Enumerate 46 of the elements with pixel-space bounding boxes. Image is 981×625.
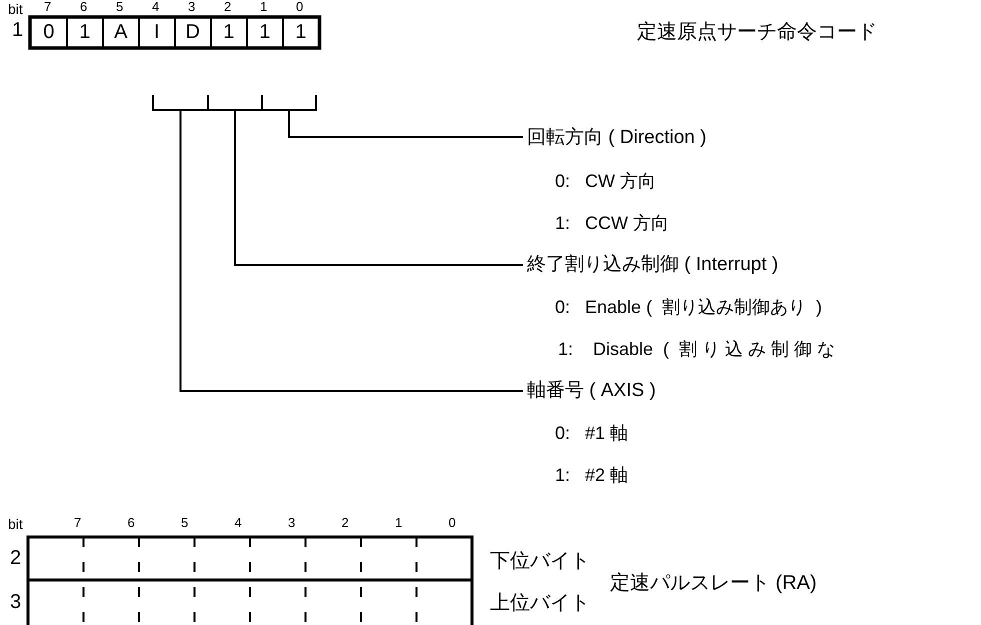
bit-number: 2 [342, 516, 349, 529]
bit-cell: A [102, 17, 140, 48]
bit-cell: 1 [66, 17, 104, 48]
bracket [261, 95, 317, 111]
byte-label: 下位バイト [490, 551, 590, 571]
option-text: 0: Enable ( 割り込み制御あり ) [555, 298, 822, 316]
bit-number: 4 [152, 0, 160, 13]
option-text: 1: Disable ( 割 り 込 み 制 御 な [558, 340, 836, 358]
bit-number: 6 [128, 516, 135, 529]
bit-number: 0 [296, 0, 304, 13]
field-heading: 軸番号 ( AXIS ) [527, 381, 656, 400]
bit-number: 1 [260, 0, 268, 13]
option-text: 1: CCW 方向 [555, 214, 670, 232]
bracket [152, 95, 209, 111]
row-number: 3 [10, 592, 22, 612]
field-heading: 回転方向 ( Direction ) [527, 128, 706, 147]
row-number: 2 [10, 548, 22, 568]
bit-number: 0 [448, 516, 456, 529]
option-text: 1: #2 軸 [555, 466, 628, 484]
bit-number: 6 [80, 0, 88, 13]
byte-label: 上位バイト [490, 593, 590, 613]
register-title: 定速原点サーチ命令コード [637, 22, 877, 42]
row-number: 1 [12, 20, 24, 40]
bit-cell: 1 [246, 17, 284, 48]
field-heading: 終了割り込み制御 ( Interrupt ) [527, 255, 778, 274]
bit-number: 5 [181, 516, 188, 529]
bit-number: 2 [224, 0, 232, 13]
bit-number: 3 [188, 0, 196, 13]
bit-number: 1 [395, 516, 402, 529]
register-title: 定速パルスレート (RA) [610, 573, 817, 593]
option-text: 0: CW 方向 [555, 172, 656, 190]
bit-label: bit [8, 517, 23, 531]
bit-cell: 1 [210, 17, 248, 48]
option-text: 0: #1 軸 [555, 424, 628, 442]
bit-number: 3 [288, 516, 296, 529]
bracket [207, 95, 263, 111]
bit-cell: I [138, 17, 176, 48]
bit-number: 7 [44, 0, 52, 13]
bit-number: 7 [74, 516, 82, 529]
leader-line [288, 110, 523, 138]
bit-cell: D [174, 17, 212, 48]
bit-number: 5 [116, 0, 124, 13]
bit-number: 4 [234, 516, 242, 529]
leader-line [234, 110, 523, 266]
leader-line [180, 110, 523, 392]
bit-label: bit [8, 2, 23, 16]
